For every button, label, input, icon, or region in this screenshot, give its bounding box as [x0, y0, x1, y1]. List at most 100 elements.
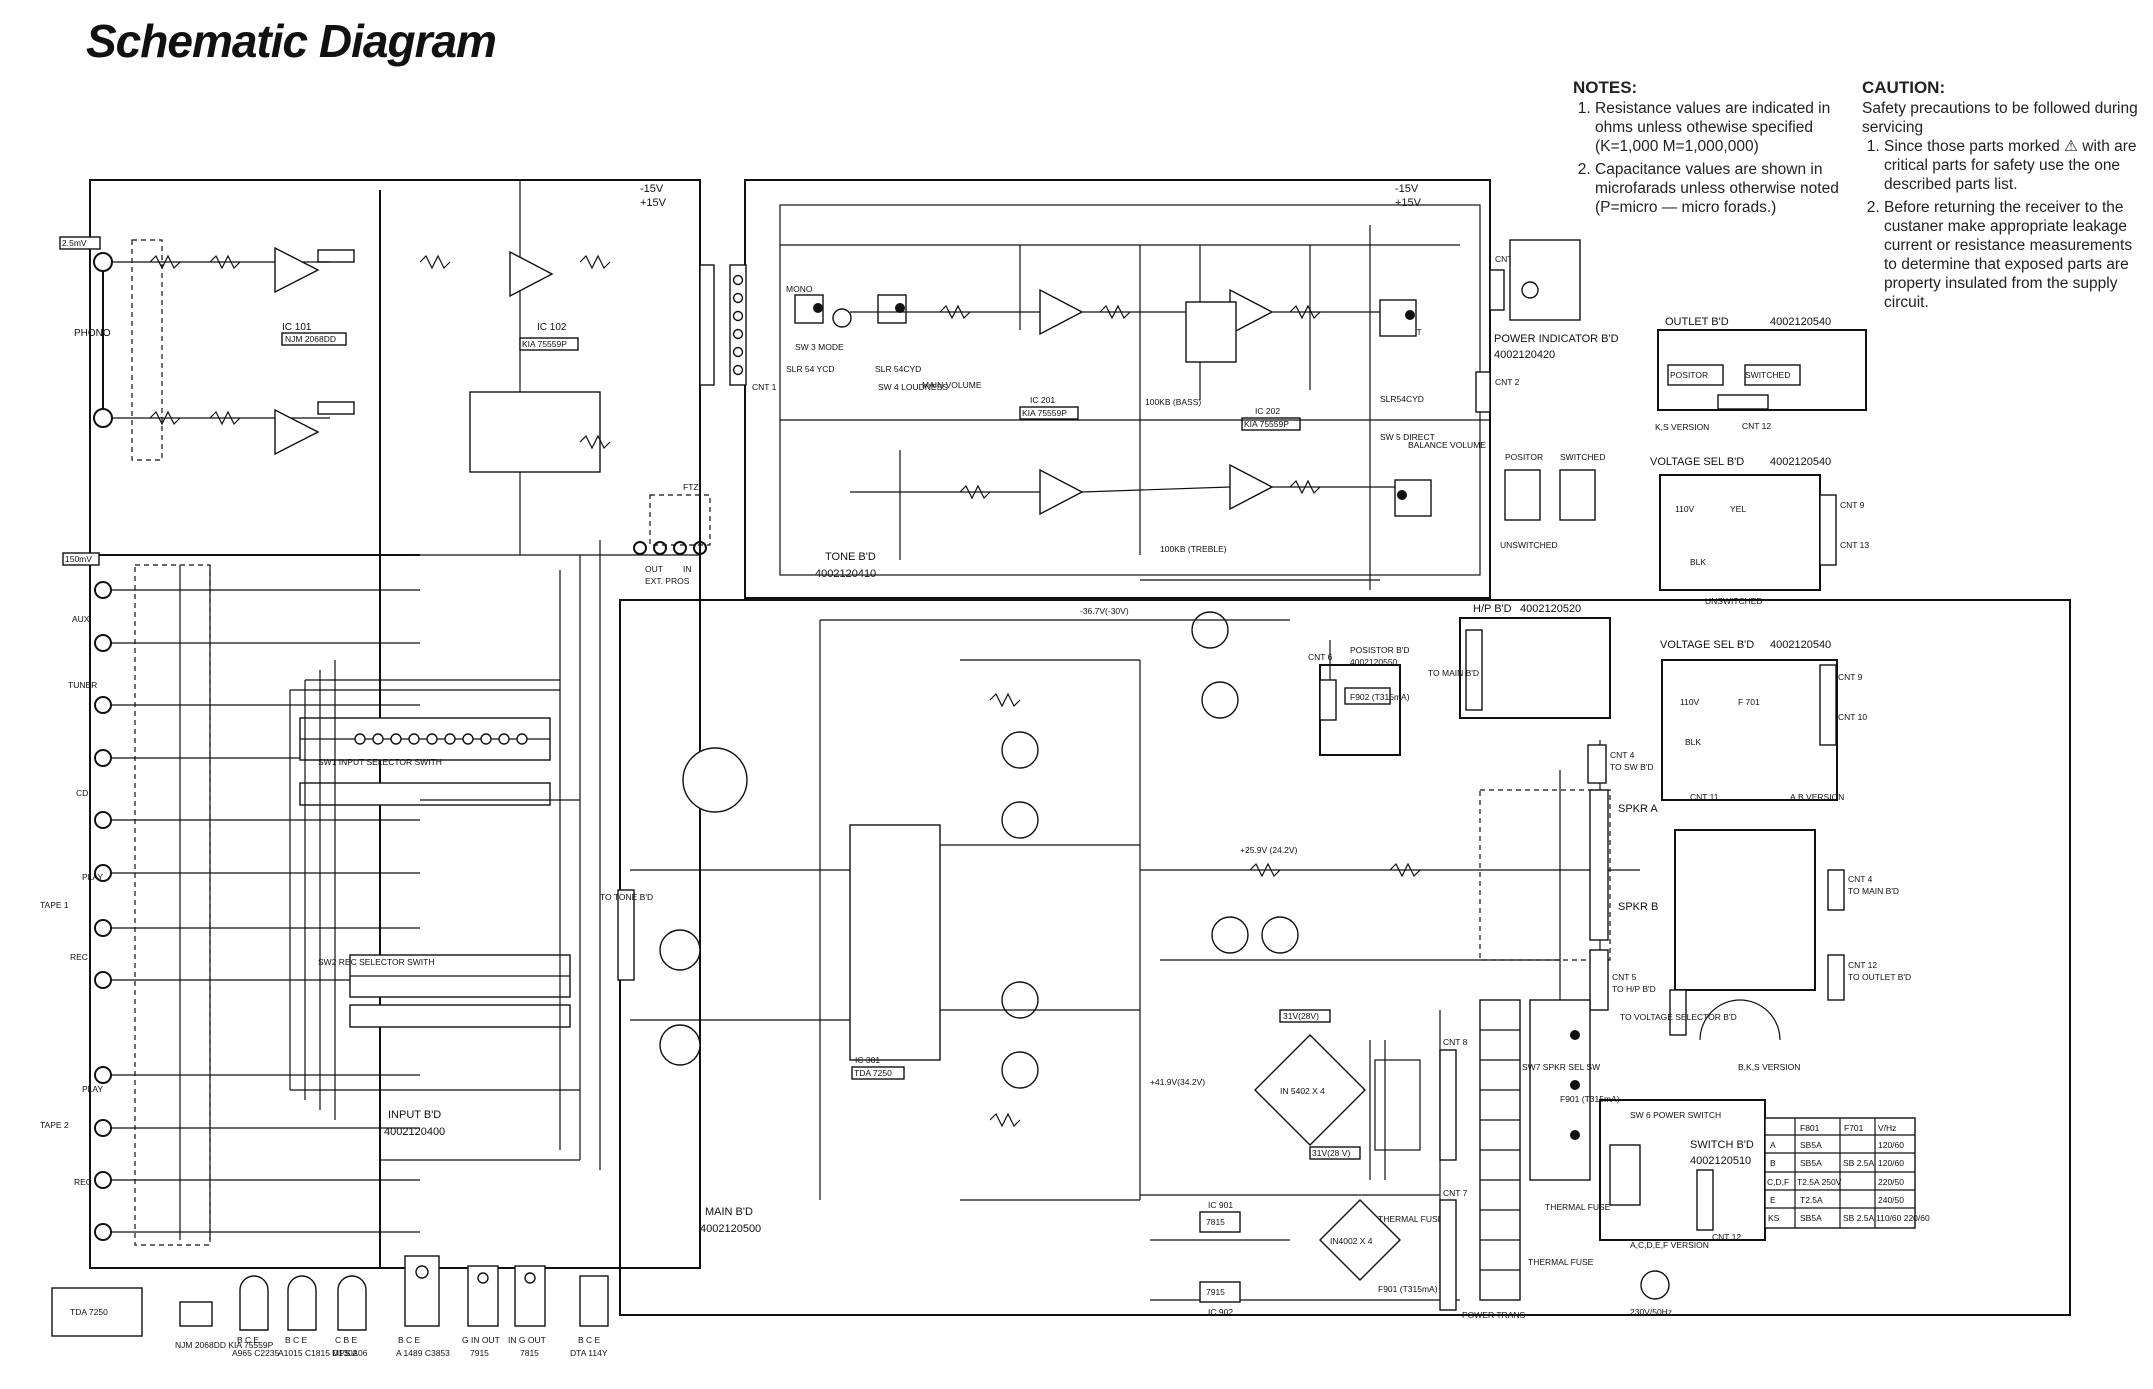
package-part: A1015 C1815 D1302	[278, 1348, 358, 1358]
table-cell: C,D,F	[1767, 1177, 1789, 1187]
input-board: -15V +15V 2.5mV 150mV PHONO IC 101 NJM 2…	[40, 179, 701, 1269]
table-cell: 240/50	[1878, 1195, 1904, 1205]
ic-part: KIA 75559P	[522, 339, 567, 349]
table-cell: 110/60 220/60	[1876, 1213, 1930, 1223]
switch-label: SW 6 POWER SWITCH	[1630, 1110, 1721, 1120]
control-label: SLR 54 YCD	[786, 364, 835, 374]
board-code: 4002120510	[1690, 1155, 1751, 1167]
bridge-label: IN 5402 X 4	[1280, 1086, 1325, 1096]
to92-mpsa06	[337, 1275, 367, 1331]
board-code: 4002120420	[1494, 349, 1555, 361]
note-item: Capacitance values are shown in microfar…	[1595, 160, 1843, 217]
dta114y-package	[579, 1275, 609, 1327]
version-label: A,B VERSION	[1790, 792, 1844, 802]
table-cell: A	[1770, 1140, 1776, 1150]
voltage-option: YEL	[1730, 504, 1746, 514]
connector-label: CNT 12	[1742, 421, 1771, 431]
input-label: PHONO	[74, 328, 111, 339]
input-label: PLAY	[82, 1084, 103, 1094]
outlet-label: SWITCHED	[1560, 452, 1605, 462]
to3p-a1489	[404, 1255, 440, 1327]
board-code: 4002120520	[1520, 603, 1581, 615]
package-part: A 1489 C3853	[396, 1348, 450, 1358]
connector-label: CNT 5	[1612, 972, 1637, 982]
outlet-label: POSITOR	[1670, 370, 1708, 380]
transistor-q353	[1261, 916, 1299, 954]
speaker-label: SPKR A	[1618, 803, 1658, 815]
ic-label: IC 201	[1030, 395, 1055, 405]
board-name: POSISTOR B'D	[1350, 645, 1410, 655]
board-code: 4002120500	[700, 1223, 761, 1235]
phono-jack-l	[93, 252, 113, 272]
input-label: TAPE 2	[40, 1120, 69, 1130]
voltage-label: 31V(28 V)	[1312, 1148, 1350, 1158]
rail-label: -15V	[1395, 183, 1419, 195]
to92-a1015	[287, 1275, 317, 1331]
connector-label: TO MAIN B'D	[1848, 886, 1899, 896]
control-label: 100KB (TREBLE)	[1160, 544, 1227, 554]
caution-block: CAUTION: Safety precautions to be follow…	[1862, 78, 2142, 316]
op-amp-ic101a	[274, 246, 320, 294]
note-item: Resistance values are indicated in ohms …	[1595, 99, 1843, 156]
posistor-label: F902 (T315mA)	[1350, 692, 1410, 702]
table-cell: SB5A	[1800, 1158, 1822, 1168]
connector-label: CNT 6	[1308, 652, 1333, 662]
control-label: SLR 54CYD	[875, 364, 921, 374]
package-part: A965 C2235	[232, 1348, 280, 1358]
package-pins: IN G OUT	[508, 1335, 546, 1345]
ic-part: KIA 75559P	[1244, 419, 1289, 429]
regulator-7915	[1199, 1281, 1241, 1303]
package-part: TDA 7250	[70, 1307, 108, 1317]
ic301-tda7250	[849, 824, 941, 1061]
voltage-option: F 701	[1738, 697, 1760, 707]
switch-label: SW 4 LOUDNESS	[878, 382, 948, 392]
input-label: PLAY	[82, 872, 103, 882]
op-amp-ic202b	[1229, 463, 1274, 511]
level-marker: 150mV	[65, 554, 92, 564]
switch-label: SW1 INPUT SELECTOR SWITH	[318, 757, 442, 767]
connector-label: CNT 7	[1443, 1188, 1468, 1198]
op-amp-ic201a	[1039, 288, 1084, 336]
connector-label: TO H/P B'D	[1612, 984, 1656, 994]
voltage-sel-2: VOLTAGE SEL B'D 4002120540 110V F 701 BL…	[1660, 639, 1867, 802]
level-marker: 2.5mV	[62, 238, 87, 248]
connector-label: TO VOLTAGE SELECTOR B'D	[1620, 1012, 1737, 1022]
table-cell: SB 2.5A	[1843, 1213, 1875, 1223]
tda7250-package	[51, 1287, 143, 1337]
package-pins: B C E	[285, 1335, 308, 1345]
fuse-label: BLK	[1690, 557, 1706, 567]
input-bus	[289, 540, 601, 1170]
connector-label: CNT 1	[752, 382, 777, 392]
table-cell: 220/50	[1878, 1177, 1904, 1187]
fuse-label: BLK	[1685, 737, 1701, 747]
outlet-label: POSITOR	[1505, 452, 1543, 462]
ic-part: TDA 7250	[854, 1068, 892, 1078]
board-name: MAIN B'D	[705, 1206, 753, 1218]
table-cell: 120/60	[1878, 1158, 1904, 1168]
table-cell: SB 2.5A	[1843, 1158, 1875, 1168]
board-name: TONE B'D	[825, 551, 876, 563]
caution-intro: Safety precautions to be followed during…	[1862, 100, 2138, 136]
connector-label: CNT 2	[1495, 377, 1520, 387]
tone-board: -15V +15V CNT 1 MONO SW 3 MODE SLR 54 YC…	[633, 179, 1619, 599]
fuse-label: F901 (T315mA)	[1560, 1094, 1620, 1104]
transistor-q352	[1211, 916, 1249, 954]
transistor-q356	[682, 747, 748, 813]
package-pins: C B E	[335, 1335, 358, 1345]
package-part: DTA 114Y	[570, 1348, 608, 1358]
page-title: Schematic Diagram	[86, 15, 497, 67]
control-label: MONO	[786, 284, 813, 294]
connector-label: EXT. PROS	[645, 576, 690, 586]
caution-item: Before returning the receiver to the cus…	[1884, 198, 2142, 312]
board-name: VOLTAGE SEL B'D	[1660, 639, 1754, 651]
mains-label: 230V/50Hz	[1630, 1307, 1672, 1317]
input-traces	[111, 565, 420, 1240]
switched-diagram: POSITOR SWITCHED UNSWITCHED	[1500, 452, 1605, 550]
voltage-option: 110V	[1680, 697, 1700, 707]
ic-part: NJM 2068DD	[285, 334, 336, 344]
package-pins: B C E	[237, 1335, 260, 1345]
regulator-7815	[1199, 1211, 1241, 1233]
package-part: 7915	[470, 1348, 489, 1358]
connector-label: TO TONE B'D	[600, 892, 653, 902]
